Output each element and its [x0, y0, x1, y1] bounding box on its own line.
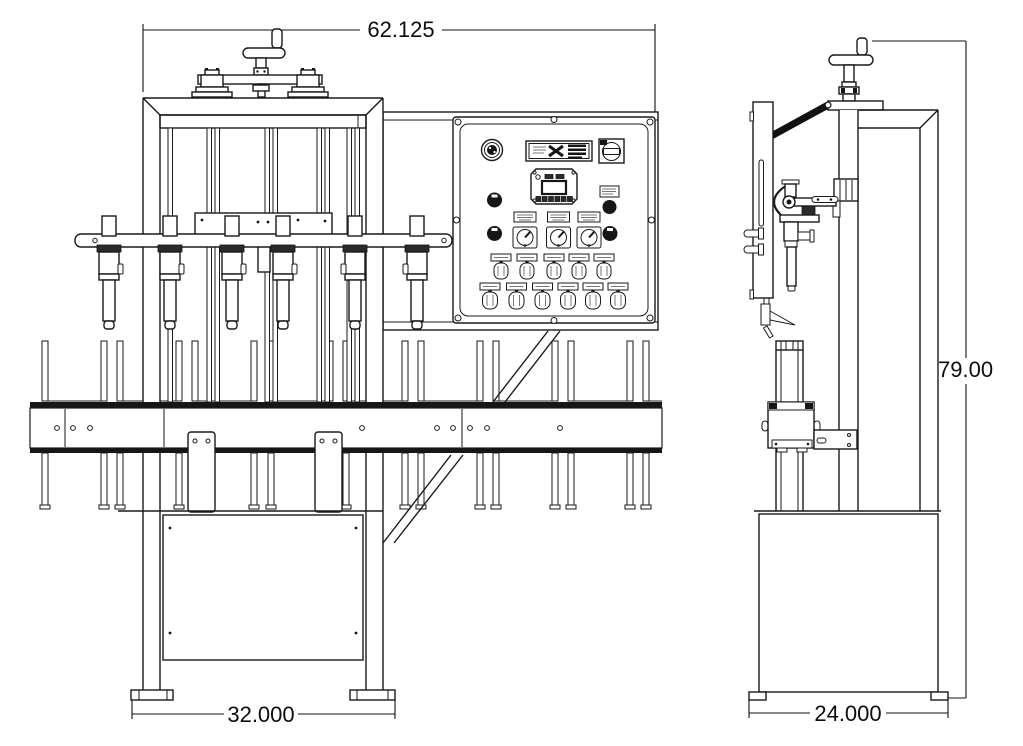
dimension-front-base-width: 32.000 [131, 700, 396, 727]
power-push-button[interactable] [602, 200, 617, 214]
drive-block [761, 401, 821, 453]
speed-control-knobs[interactable] [512, 211, 602, 249]
conveyor-support-leg [314, 431, 343, 513]
push-button[interactable] [602, 226, 618, 241]
dimension-overall-width: 62.125 [142, 17, 656, 112]
system-power-label [599, 185, 620, 198]
leveling-foot [930, 691, 949, 701]
nameplate [525, 140, 593, 162]
dim-text-side-base-depth: 24.000 [814, 701, 881, 726]
base-cabinet-side [748, 510, 949, 701]
nozzle-switch[interactable] [607, 282, 629, 310]
nozzle-bar [74, 233, 453, 248]
face-plate [743, 101, 774, 313]
machine-frame-side [838, 109, 939, 511]
selector-switch[interactable] [516, 253, 538, 280]
leveling-feet [130, 689, 396, 701]
emergency-stop-button[interactable] [480, 138, 504, 162]
dim-text-front-base-width: 32.000 [227, 702, 294, 727]
nozzle-assembly-side [773, 178, 859, 292]
conveyor-beam-holes [54, 425, 563, 431]
height-adjust-crank-side [827, 37, 884, 111]
conveyor-support-leg [187, 431, 216, 513]
panel-support-braces [382, 330, 561, 544]
selector-switch[interactable] [543, 253, 565, 280]
selector-switch[interactable] [593, 253, 615, 280]
control-panel [452, 116, 656, 324]
speed-control-knob[interactable] [576, 211, 602, 249]
speed-control-knob[interactable] [512, 211, 538, 249]
conveyor [29, 402, 663, 513]
nozzle-switch[interactable] [557, 282, 579, 310]
nozzle-switch[interactable] [506, 282, 527, 310]
nozzle-switch[interactable] [532, 282, 553, 310]
base-cabinet-front [118, 510, 396, 701]
filling-nozzle [157, 215, 183, 330]
height-adjust-crank-front [191, 28, 329, 98]
push-button[interactable] [487, 226, 502, 241]
locating-pin [743, 227, 764, 240]
selector-switch[interactable] [568, 253, 590, 280]
conveyor-stand-side [761, 340, 858, 511]
locating-pin [743, 243, 764, 256]
push-button[interactable] [487, 192, 502, 208]
pointer-bracket [760, 303, 796, 339]
front-view: 62.125 [29, 17, 663, 727]
dimension-overall-height: 79.00 [872, 40, 993, 699]
dimension-side-base-depth: 24.000 [748, 700, 949, 726]
filling-nozzles [96, 215, 430, 330]
leveling-foot [748, 691, 767, 701]
digital-controller[interactable] [530, 168, 578, 205]
side-view: 79.00 [743, 37, 993, 726]
selector-switch[interactable] [490, 253, 512, 280]
filling-nozzle [96, 215, 122, 330]
main-disconnect-switch[interactable] [598, 138, 625, 164]
dim-text-overall-height: 79.00 [938, 357, 993, 382]
dim-text-overall-width: 62.125 [367, 17, 434, 42]
mounting-bracket [813, 429, 858, 450]
panel-screws [453, 116, 655, 324]
nozzle-switch[interactable] [582, 282, 604, 310]
nozzle-switch[interactable] [479, 282, 501, 310]
speed-control-knob[interactable] [545, 211, 572, 249]
